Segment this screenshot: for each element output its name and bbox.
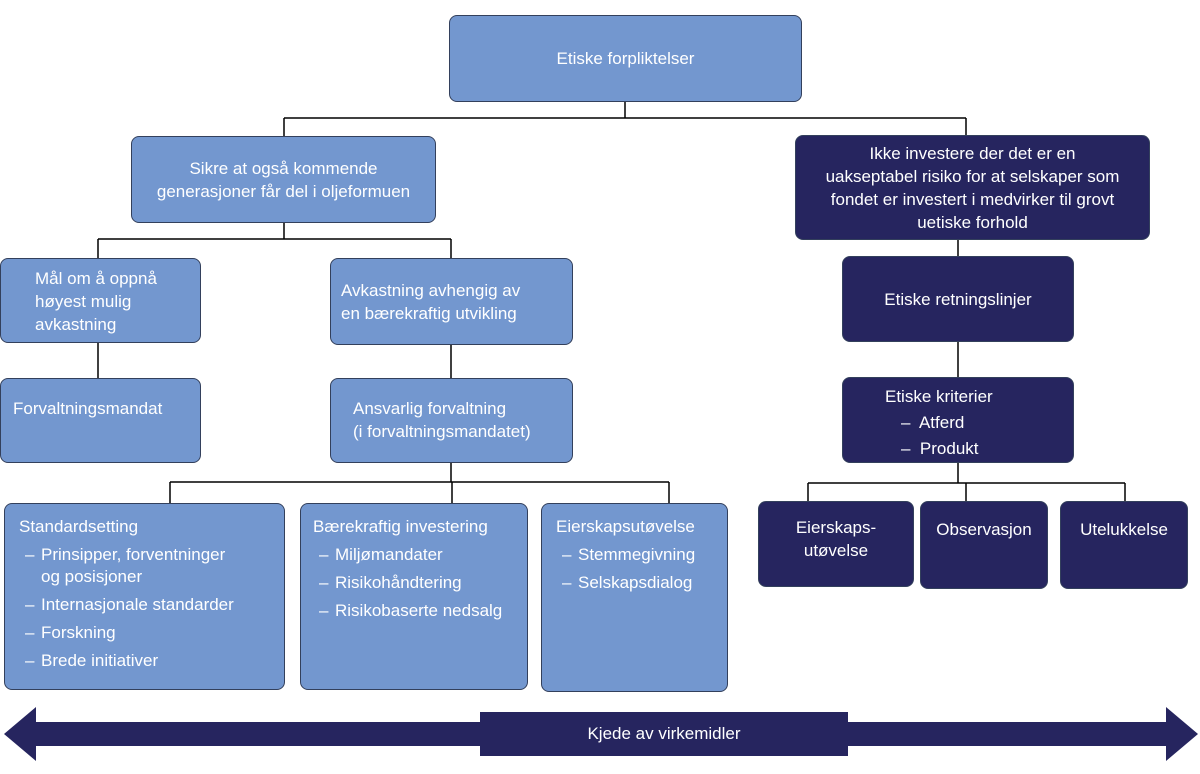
node-observation: Observasjon bbox=[920, 501, 1048, 589]
list-item: Prinsipper, forventninger og posisjoner bbox=[19, 544, 274, 588]
list-item-line: Risikohåndtering bbox=[335, 573, 462, 592]
node-management-mandate: Forvaltningsmandat bbox=[0, 378, 201, 463]
node-highest-return-line-3: avkastning bbox=[35, 315, 117, 334]
list-item: Risikobaserte nedsalg bbox=[313, 600, 519, 622]
node-sustainable-return-line-1: Avkastning avhengig av bbox=[341, 281, 521, 300]
node-sustainable-investing-list: Miljømandater Risikohåndtering Risikobas… bbox=[313, 544, 519, 622]
node-highest-return: Mål om å oppnå høyest mulig avkastning bbox=[0, 258, 201, 343]
list-item: Stemmegivning bbox=[556, 544, 721, 566]
node-no-unacceptable-risk: Ikke investere der det er en uakseptabel… bbox=[795, 135, 1150, 240]
node-ethical-criteria: Etiske kriterier – Atferd – Produkt bbox=[842, 377, 1074, 463]
node-no-unacceptable-risk-line-1: Ikke investere der det er en bbox=[869, 143, 1076, 163]
node-observation-label: Observasjon bbox=[936, 520, 1032, 539]
node-future-generations-line-1: Sikre at også kommende bbox=[189, 158, 378, 178]
node-ethical-criteria-title: Etiske kriterier bbox=[885, 387, 993, 406]
list-item: Miljømandater bbox=[313, 544, 519, 566]
node-exclusion: Utelukkelse bbox=[1060, 501, 1188, 589]
node-ownership-right-line-1: Eierskaps- bbox=[795, 518, 877, 537]
list-item-line: Risikobaserte nedsalg bbox=[335, 601, 503, 620]
node-ethical-obligations: Etiske forpliktelser bbox=[449, 15, 802, 102]
node-ownership-left-list: Stemmegivning Selskapsdialog bbox=[556, 544, 721, 594]
node-standard-setting: Standardsetting Prinsipper, forventninge… bbox=[4, 503, 285, 690]
list-item: Brede initiativer bbox=[19, 650, 274, 672]
arrow-label-box bbox=[480, 712, 848, 756]
node-responsible-management-line-2: (i forvaltningsmandatet) bbox=[353, 422, 531, 441]
node-ethical-criteria-item: – Produkt bbox=[901, 439, 979, 458]
list-item-line: Stemmegivning bbox=[578, 545, 696, 564]
node-sustainable-investing-title: Bærekraftig investering bbox=[313, 517, 488, 536]
list-item: Forskning bbox=[19, 622, 274, 644]
list-item: Risikohåndtering bbox=[313, 572, 519, 594]
list-item-line: Internasjonale standarder bbox=[41, 595, 234, 614]
node-ownership-left-title: Eierskapsutøvelse bbox=[556, 517, 695, 536]
node-management-mandate-label: Forvaltningsmandat bbox=[13, 399, 163, 418]
node-ethical-guidelines: Etiske retningslinjer bbox=[842, 256, 1074, 342]
node-no-unacceptable-risk-line-2: uakseptabel risiko for at selskaper som bbox=[825, 166, 1120, 186]
node-standard-setting-title: Standardsetting bbox=[19, 517, 139, 536]
node-sustainable-return-line-2: en bærekraftig utvikling bbox=[341, 304, 517, 323]
arrow-label: Kjede av virkemidler bbox=[480, 712, 848, 756]
node-ethical-criteria-item-text: Atferd bbox=[918, 413, 965, 432]
node-standard-setting-list: Prinsipper, forventninger og posisjoner I… bbox=[19, 544, 274, 672]
node-ethical-criteria-item-text: Produkt bbox=[919, 439, 979, 458]
node-no-unacceptable-risk-line-3: fondet er investert i medvirker til grov… bbox=[830, 189, 1115, 209]
node-highest-return-line-1: Mål om å oppnå bbox=[35, 269, 157, 288]
list-item-line: Miljømandater bbox=[335, 545, 443, 564]
node-sustainable-return: Avkastning avhengig av en bærekraftig ut… bbox=[330, 258, 573, 345]
node-ethical-guidelines-label: Etiske retningslinjer bbox=[884, 289, 1032, 309]
node-ethical-criteria-item: – Atferd bbox=[901, 413, 965, 432]
node-no-unacceptable-risk-line-4: uetiske forhold bbox=[917, 212, 1028, 232]
node-exclusion-label: Utelukkelse bbox=[1080, 520, 1168, 539]
node-future-generations-line-2: generasjoner får del i oljeformuen bbox=[156, 181, 411, 201]
node-ownership-left: Eierskapsutøvelse Stemmegivning Selskaps… bbox=[541, 503, 728, 692]
list-item: Internasjonale standarder bbox=[19, 594, 274, 616]
node-ownership-right: Eierskaps- utøvelse bbox=[758, 501, 914, 587]
node-responsible-management: Ansvarlig forvaltning (i forvaltningsman… bbox=[330, 378, 573, 463]
list-item-line: Prinsipper, forventninger bbox=[41, 545, 226, 564]
list-item-line: Selskapsdialog bbox=[578, 573, 693, 592]
list-item-line: og posisjoner bbox=[41, 567, 143, 586]
list-item-line: Forskning bbox=[41, 623, 116, 642]
node-future-generations: Sikre at også kommende generasjoner får … bbox=[131, 136, 436, 223]
node-responsible-management-line-1: Ansvarlig forvaltning bbox=[353, 399, 507, 418]
list-item-line: Brede initiativer bbox=[41, 651, 159, 670]
node-highest-return-line-2: høyest mulig bbox=[35, 292, 132, 311]
node-ownership-right-line-2: utøvelse bbox=[803, 541, 869, 560]
node-ethical-obligations-label: Etiske forpliktelser bbox=[556, 49, 695, 68]
arrow-label-text: Kjede av virkemidler bbox=[587, 724, 741, 743]
list-item: Selskapsdialog bbox=[556, 572, 721, 594]
node-sustainable-investing: Bærekraftig investering Miljømandater Ri… bbox=[300, 503, 528, 690]
